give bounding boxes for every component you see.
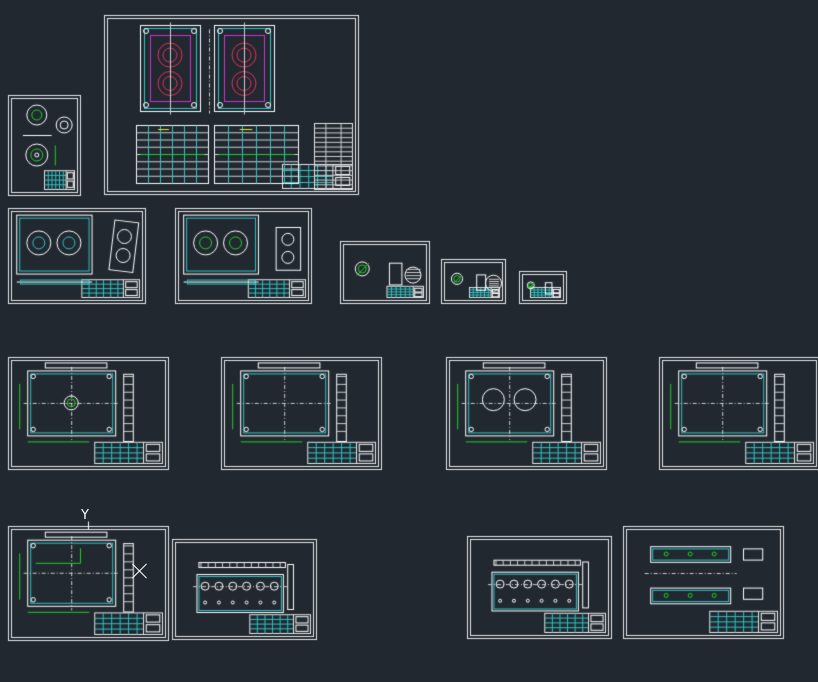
ucs-y-axis-label: Y <box>81 508 89 523</box>
crosshair-cursor-icon <box>132 563 148 579</box>
